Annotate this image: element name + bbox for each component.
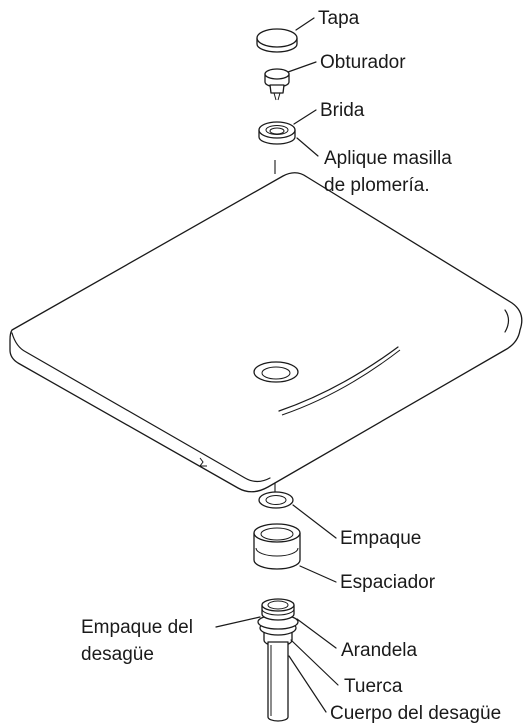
label-masilla-line1: Aplique masilla [324, 148, 452, 169]
stopper-part [264, 68, 290, 101]
label-tapa: Tapa [318, 8, 360, 29]
flange-part [258, 121, 296, 145]
drain-gasket-washer-nut-stack [257, 598, 299, 647]
cap-part [256, 28, 298, 53]
label-brida: Brida [320, 100, 365, 121]
drain-body-part [267, 641, 289, 722]
label-obturador: Obturador [320, 52, 406, 73]
label-empaque: Empaque [340, 528, 421, 549]
spacer-part [253, 523, 301, 570]
leader-lines [215, 17, 339, 713]
label-empaque-desague-line1: Empaque del [81, 617, 193, 638]
sink-slab [9, 172, 523, 493]
label-espaciador: Espaciador [340, 572, 436, 593]
label-masilla-line2: de plomería. [324, 175, 430, 196]
label-empaque-desague-line2: desagüe [81, 644, 154, 665]
gasket-part [258, 491, 294, 509]
label-arandela: Arandela [341, 640, 417, 661]
label-cuerpo-desague: Cuerpo del desagüe [330, 703, 501, 723]
label-tuerca: Tuerca [344, 676, 403, 697]
